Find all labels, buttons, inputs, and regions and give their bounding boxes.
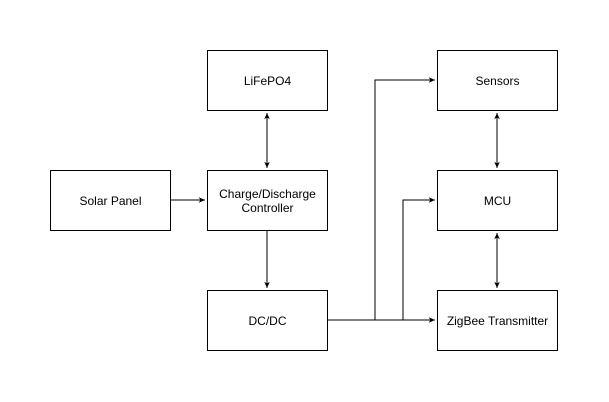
node-zigbee-label: ZigBee Transmitter (446, 313, 549, 328)
node-sensors: Sensors (437, 50, 558, 111)
connector-dcdc-to-mcu (402, 197, 435, 320)
node-solar-panel-label: Solar Panel (79, 193, 142, 208)
connector-dcdc-to-sensors (374, 77, 435, 320)
node-mcu: MCU (437, 170, 558, 231)
node-sensors-label: Sensors (475, 73, 520, 88)
node-controller-label: Charge/Discharge Controller (219, 186, 316, 215)
node-lifepo4-label: LiFePO4 (243, 73, 292, 88)
node-lifepo4: LiFePO4 (207, 50, 328, 111)
node-dcdc-label: DC/DC (248, 313, 287, 328)
node-mcu-label: MCU (483, 193, 512, 208)
node-solar-panel: Solar Panel (50, 170, 171, 231)
node-dcdc: DC/DC (207, 290, 328, 351)
node-charge-discharge-controller: Charge/Discharge Controller (207, 170, 328, 231)
node-zigbee-transmitter: ZigBee Transmitter (437, 290, 558, 351)
